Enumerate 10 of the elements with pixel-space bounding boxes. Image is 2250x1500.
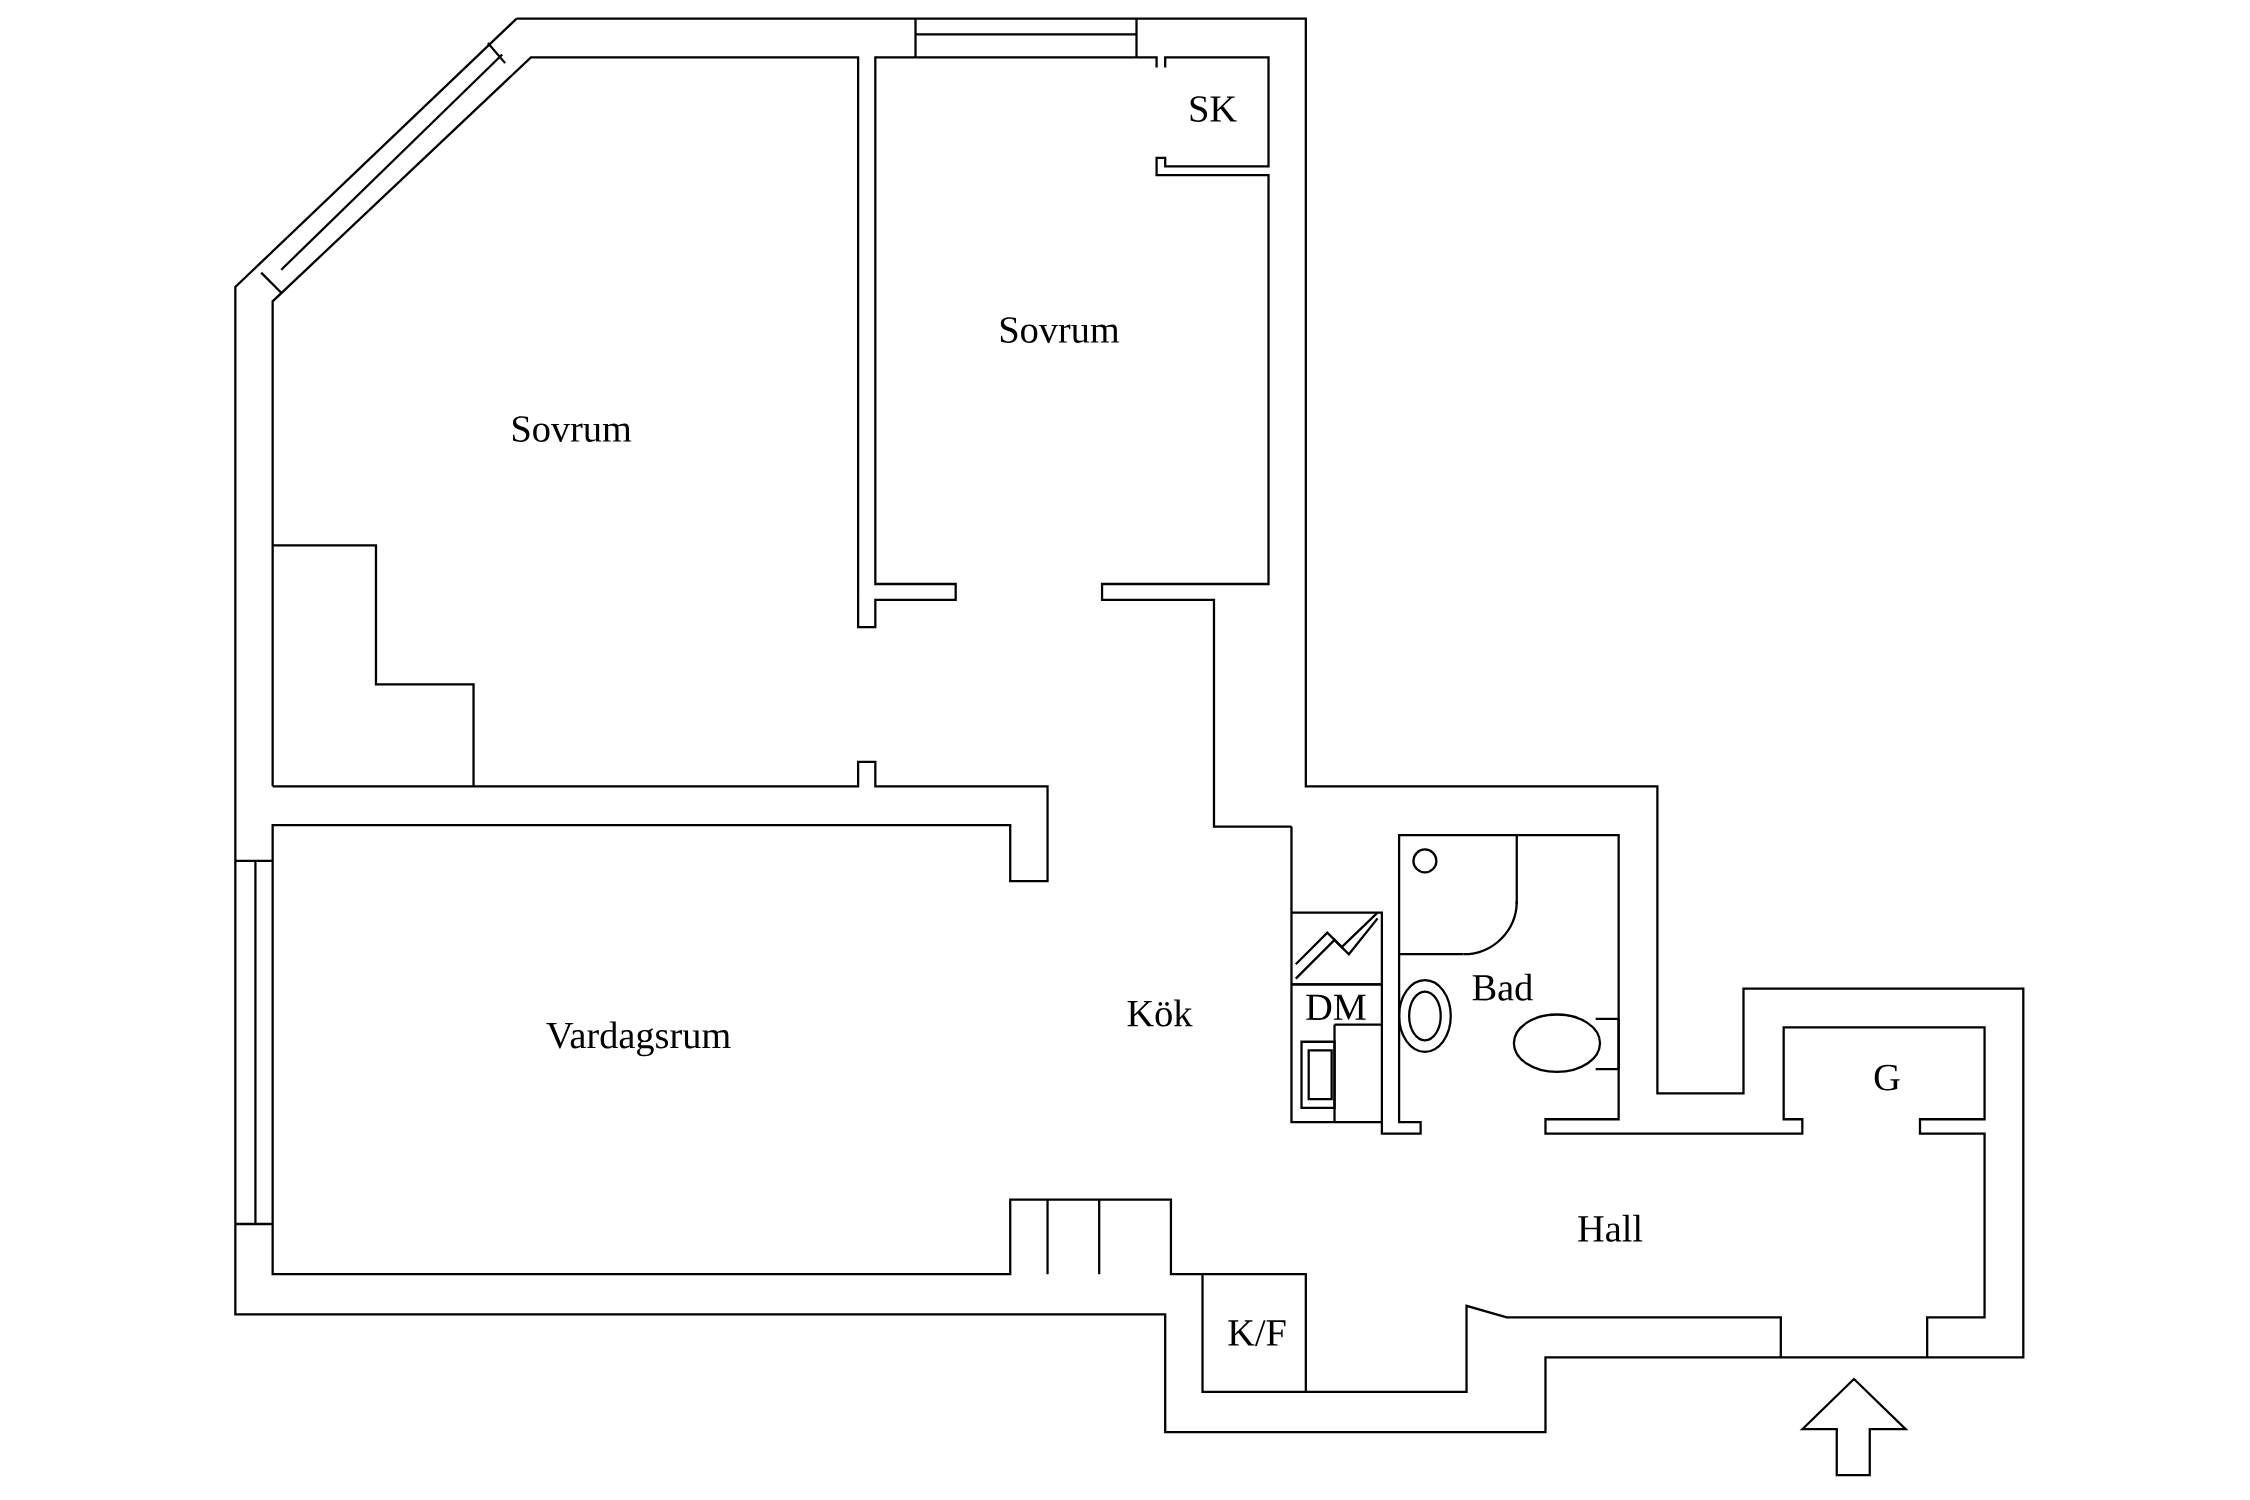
- room-label: Sovrum: [512, 416, 632, 443]
- room-label: K/F: [1228, 1320, 1286, 1347]
- room-label: DM: [1306, 994, 1366, 1021]
- room-label: Kök: [1127, 999, 1193, 1027]
- room-label: Sovrum: [1000, 317, 1120, 344]
- room-label: SK: [1190, 96, 1237, 123]
- room-label: G: [1874, 1065, 1900, 1091]
- room-label: Hall: [1578, 1215, 1643, 1243]
- room-label: Vardagsrum: [546, 1021, 731, 1057]
- room-label: Bad: [1472, 973, 1533, 1001]
